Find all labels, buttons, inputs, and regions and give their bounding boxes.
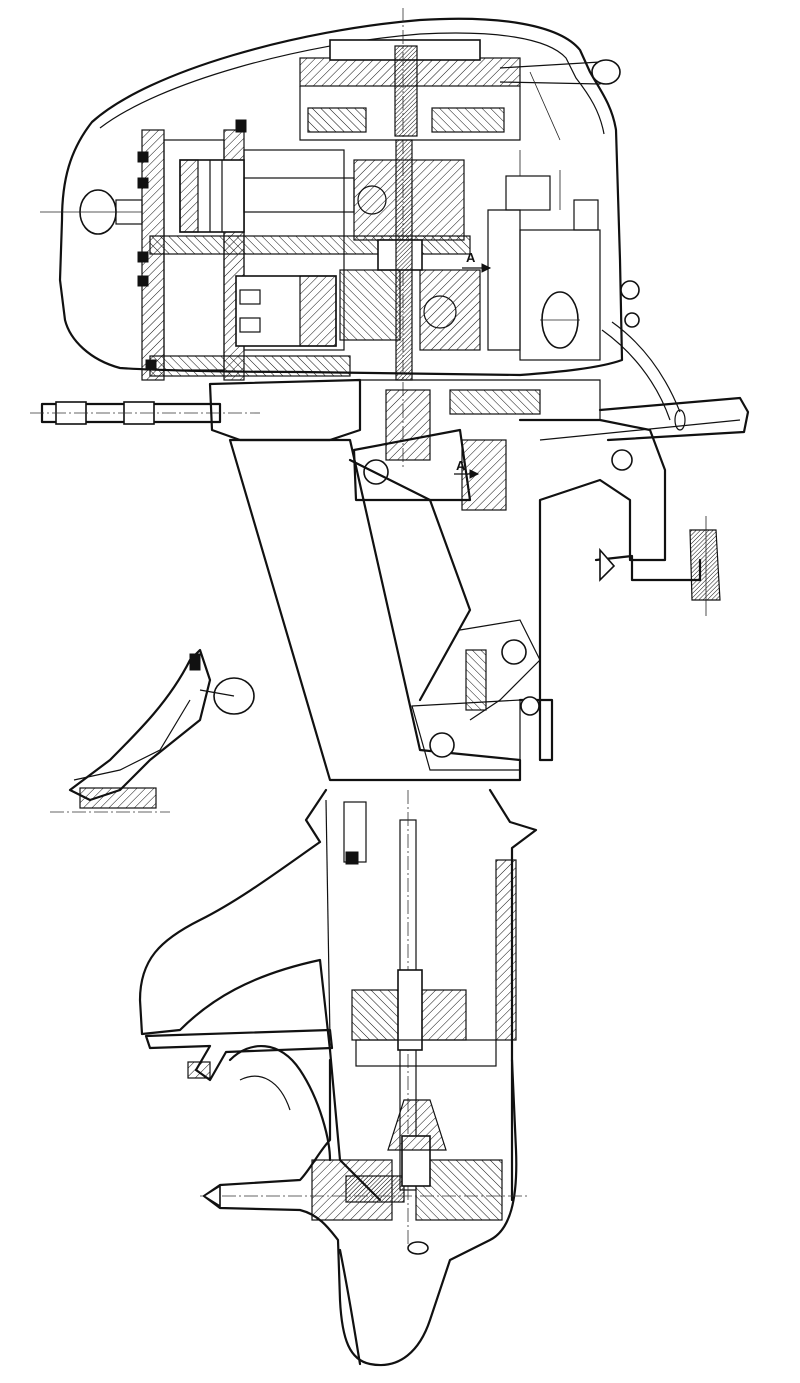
- lower-piston: [235, 275, 337, 347]
- upper-piston: [179, 159, 355, 233]
- carburetor: [487, 150, 601, 361]
- section-label-a-upper: A: [466, 250, 476, 265]
- linkage-detail-inset: [50, 648, 255, 813]
- fuel-hose: [601, 321, 681, 421]
- clamp-screw: [594, 516, 721, 616]
- exhaust-housing: [138, 788, 538, 1250]
- water-pump: [351, 969, 497, 1067]
- lower-gearcase: [200, 1058, 530, 1367]
- section-label-a-lower: A: [456, 458, 466, 473]
- driveshaft-housing: [228, 438, 541, 782]
- cavitation-plate: [144, 1028, 334, 1082]
- powerhead-adapter: [208, 378, 601, 461]
- section-marker-upper: A: [462, 250, 492, 273]
- head-bolts: [137, 119, 247, 371]
- crankshaft: [339, 139, 481, 381]
- swivel-bracket: [352, 396, 750, 762]
- cylinder-block: [141, 129, 471, 381]
- carburetor-fasteners: [620, 280, 640, 328]
- spark-plug: [40, 189, 143, 235]
- propeller: [202, 1045, 332, 1208]
- skeg: [338, 1248, 362, 1366]
- engine-cowling: [58, 17, 624, 377]
- starter-handle: [499, 59, 621, 141]
- tiller-handle: [30, 401, 260, 425]
